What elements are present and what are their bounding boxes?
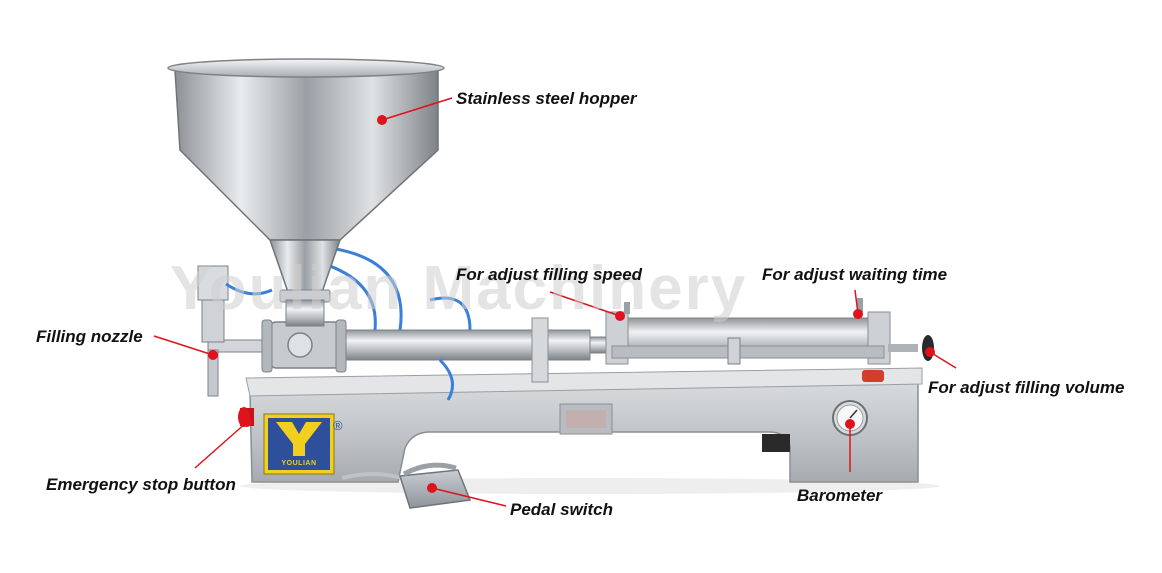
callout-barometer <box>845 419 855 472</box>
label-waiting-time: For adjust waiting time <box>762 265 948 284</box>
label-pedal-switch: Pedal switch <box>510 500 613 519</box>
callout-waiting-time <box>853 289 863 319</box>
callout-filling-speed <box>549 291 625 321</box>
stainless-hopper <box>167 58 445 327</box>
label-stainless-hopper: Stainless steel hopper <box>456 89 637 108</box>
label-emergency-stop: Emergency stop button <box>46 475 236 494</box>
label-filling-nozzle: Filling nozzle <box>36 327 143 346</box>
piston-cylinders <box>339 298 934 383</box>
logo-wordmark: YOULIAN <box>281 460 317 467</box>
callout-pedal-switch <box>427 483 507 507</box>
callout-filling-volume <box>925 347 957 369</box>
brand-logo <box>263 413 335 475</box>
valve-and-nozzle <box>197 265 347 397</box>
callout-filling-nozzle <box>153 335 218 360</box>
callout-emergency-stop <box>194 417 252 469</box>
brand-watermark: Youlian Machinery <box>170 254 748 323</box>
label-filling-speed: For adjust filling speed <box>456 265 643 284</box>
registered-mark: ® <box>333 418 343 433</box>
machine-base <box>245 367 923 483</box>
callout-hopper <box>377 97 453 125</box>
label-filling-volume: For adjust filling volume <box>928 378 1125 397</box>
label-barometer: Barometer <box>797 486 883 505</box>
